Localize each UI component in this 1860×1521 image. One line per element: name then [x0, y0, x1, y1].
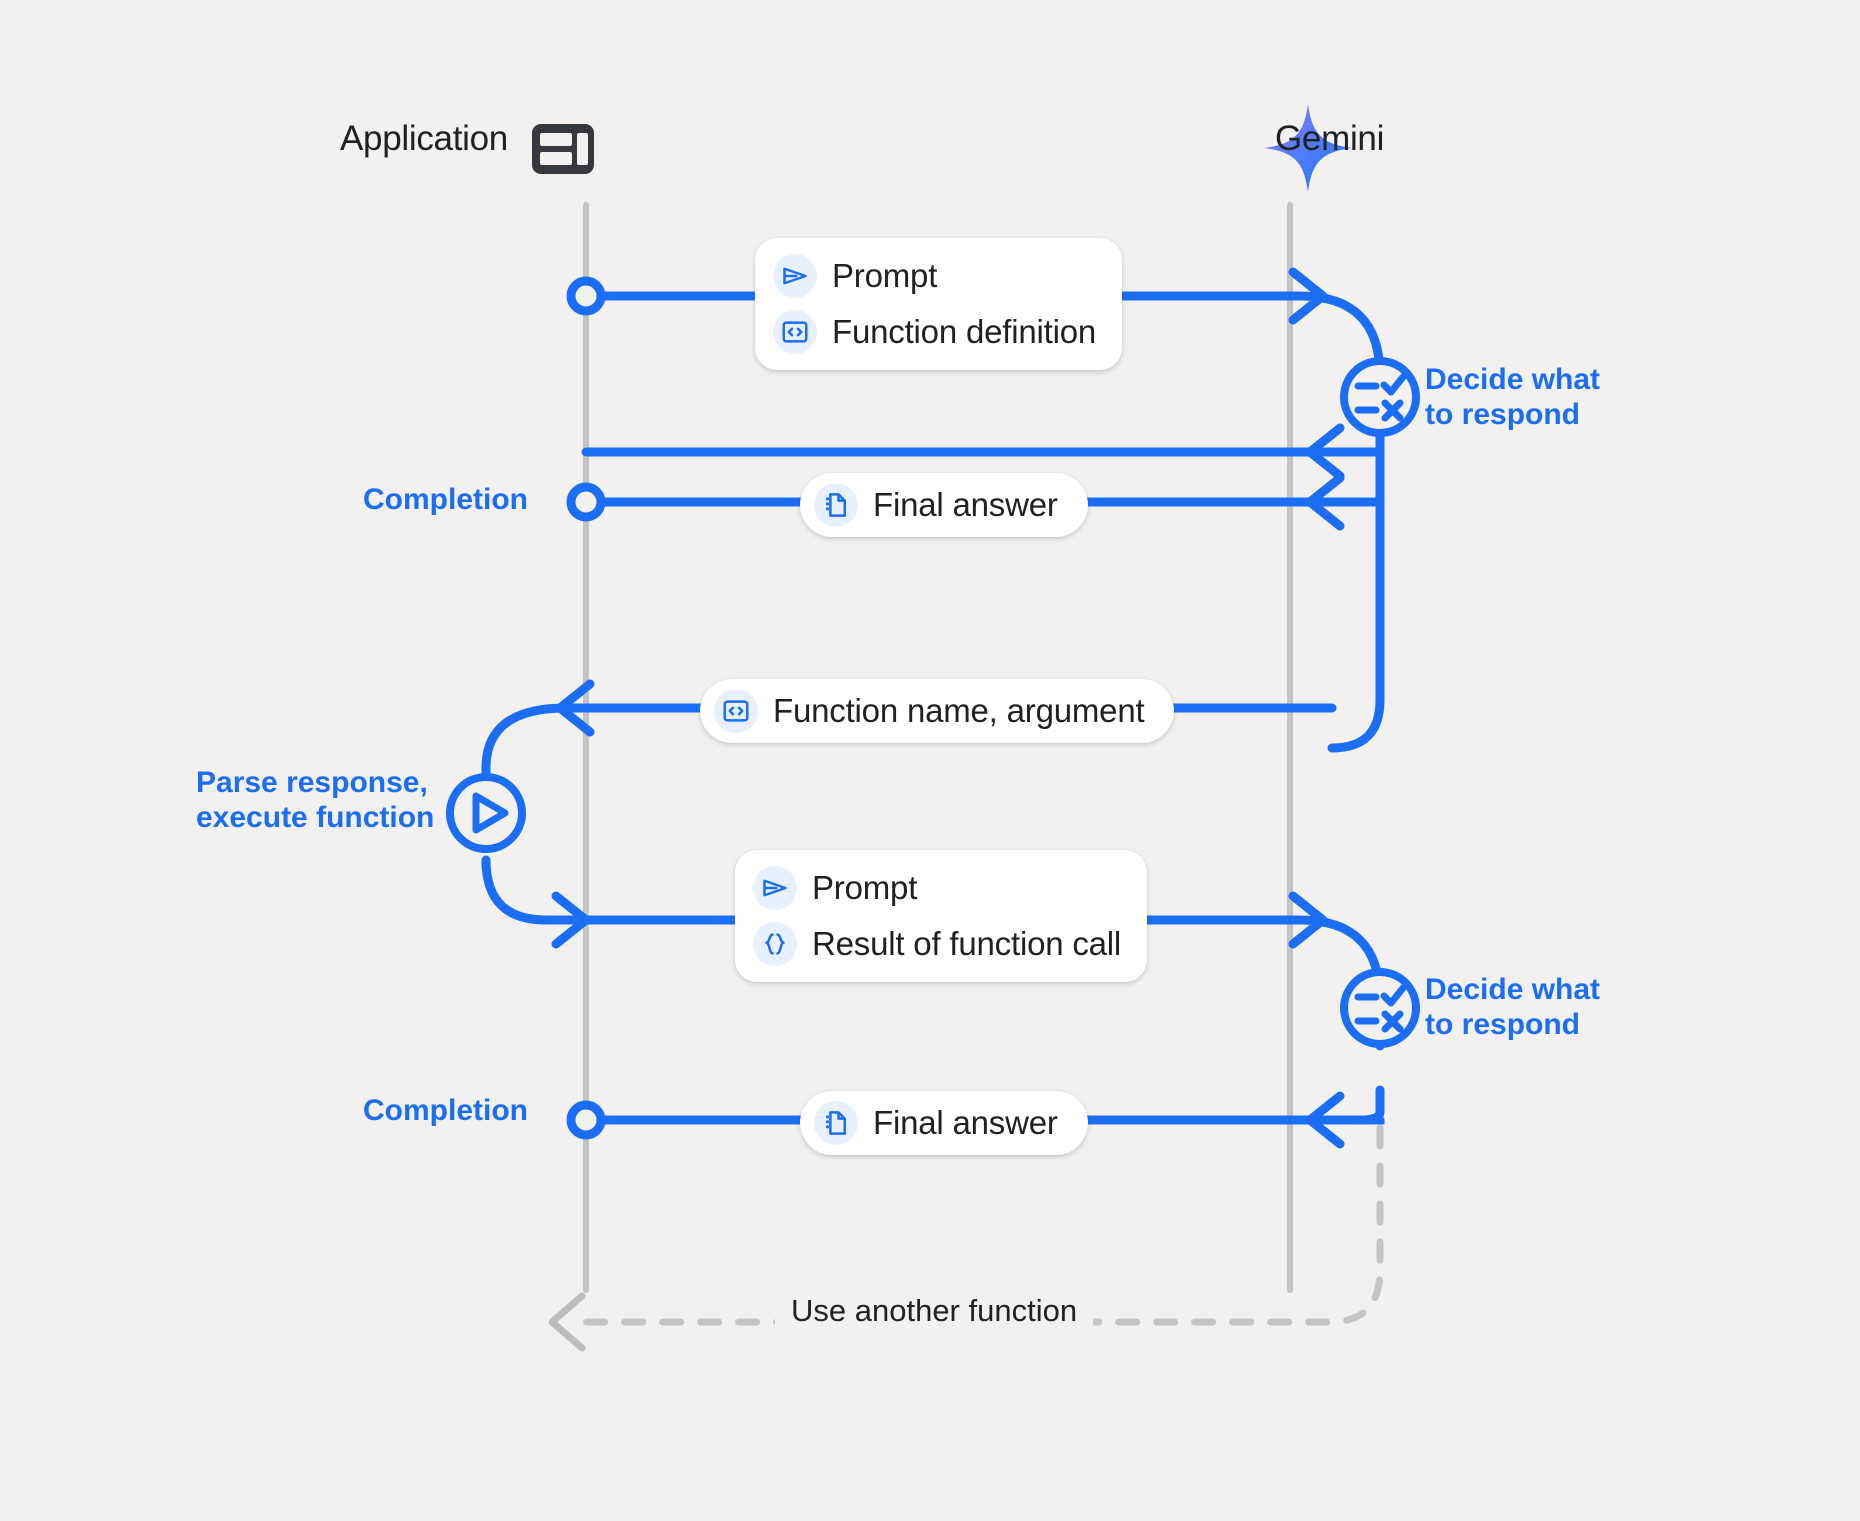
- node-execute-function: [446, 773, 526, 853]
- send-arrow-icon: [773, 254, 817, 298]
- bubble-label: Result of function call: [812, 925, 1122, 962]
- bubble-label: Function definition: [832, 313, 1097, 350]
- document-icon: [814, 1101, 858, 1145]
- annotation-parse-execute: Parse response, execute function: [196, 766, 435, 835]
- code-brackets-icon: [773, 310, 817, 354]
- annotation-decide-2: Decide what to respond: [1425, 973, 1601, 1042]
- bubble-row: Function name, argument: [714, 689, 1145, 733]
- bubble-row: Prompt: [753, 866, 1121, 910]
- lane-label-gemini: Gemini: [1275, 119, 1385, 158]
- bubble-row: Function definition: [773, 310, 1096, 354]
- flow-final-answer-1: [581, 423, 1385, 481]
- node-decide-2: [1340, 968, 1420, 1048]
- flow-function-call: [481, 679, 1337, 791]
- bubble-label: Final answer: [873, 1104, 1058, 1141]
- annotation-completion-1: Completion: [363, 483, 528, 516]
- flow-execute-to-request-2: [481, 855, 1385, 1051]
- bubble-label: Prompt: [832, 257, 938, 294]
- flow-loop-another-function: [548, 1124, 1384, 1352]
- annotation-decide-1: Decide what to respond: [1425, 363, 1601, 432]
- message-bubble-final-answer-1[interactable]: Final answer: [800, 473, 1088, 537]
- bubble-row: Prompt: [773, 254, 1096, 298]
- message-bubble-request-2[interactable]: Prompt Result of function call: [735, 850, 1148, 982]
- annotation-completion-2: Completion: [363, 1094, 528, 1127]
- message-bubble-function-call[interactable]: Function name, argument: [700, 679, 1175, 743]
- lane-header-gemini: Gemini: [1275, 119, 1384, 159]
- gemini-sparkle-icon: [1264, 104, 1352, 192]
- curly-braces-icon: [753, 922, 797, 966]
- bubble-row: Final answer: [814, 1101, 1058, 1145]
- bubble-label: Prompt: [812, 869, 918, 906]
- code-brackets-icon: [714, 689, 758, 733]
- document-icon: [814, 483, 858, 527]
- message-bubble-request-1[interactable]: Prompt Function definition: [755, 238, 1123, 370]
- dashboard-layout-icon: [532, 124, 594, 174]
- bubble-label: Final answer: [873, 486, 1058, 523]
- message-bubble-final-answer-2[interactable]: Final answer: [800, 1091, 1088, 1155]
- annotation-loop-label: Use another function: [775, 1293, 1094, 1329]
- bubble-row: Result of function call: [753, 922, 1121, 966]
- bubble-row: Final answer: [814, 483, 1058, 527]
- lane-label-application: Application: [340, 119, 508, 158]
- node-decide-1: [1340, 357, 1420, 437]
- send-arrow-icon: [753, 866, 797, 910]
- lane-header-application: Application: [340, 119, 508, 159]
- bubble-label: Function name, argument: [773, 692, 1145, 729]
